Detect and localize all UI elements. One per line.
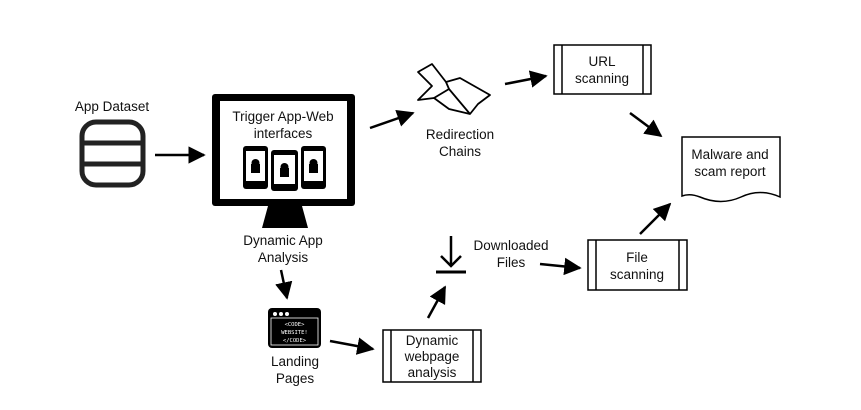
arrow-download-to-file xyxy=(539,257,582,276)
redirection-label-1: Redirection xyxy=(426,127,494,142)
dynamic-app-label-1: Dynamic App xyxy=(243,233,323,248)
landing-label-2: Pages xyxy=(276,371,315,386)
dynamic-app-label-2: Analysis xyxy=(258,250,309,265)
arrow-redirection-to-url xyxy=(504,70,548,88)
trigger-label-1: Trigger App-Web xyxy=(232,109,333,124)
webpage-label-1: Dynamic xyxy=(406,333,459,348)
url-scanning-box xyxy=(553,44,652,95)
arrow-url-to-report xyxy=(629,111,663,138)
arrow-trigger-to-redirection xyxy=(369,109,415,130)
downloaded-label-1: Downloaded xyxy=(473,238,548,253)
app-dataset-label: App Dataset xyxy=(75,99,150,114)
browser-code-icon: <CODE> WEBSITE! </CODE> xyxy=(268,308,321,348)
file-scanning-box xyxy=(587,239,688,291)
webpage-label-3: analysis xyxy=(408,365,457,380)
webpage-label-2: webpage xyxy=(404,349,460,364)
database-icon xyxy=(79,119,146,188)
trigger-label-2: interfaces xyxy=(254,126,313,141)
arrow-webpage-to-download xyxy=(426,285,447,319)
android-phone-icon xyxy=(271,150,298,191)
arrow-file-to-report xyxy=(639,202,672,235)
file-scanning-label-2: scanning xyxy=(610,267,664,282)
android-phone-icon xyxy=(301,146,326,189)
code-icon-line-1: <CODE> xyxy=(285,322,306,328)
code-icon-line-2: WEBSITE! xyxy=(281,330,308,336)
landing-label-1: Landing xyxy=(271,354,319,369)
report-label-1: Malware and xyxy=(691,147,768,162)
download-icon xyxy=(436,236,466,274)
report-label-2: scam report xyxy=(694,164,766,179)
redirection-label-2: Chains xyxy=(439,144,481,159)
report-document-icon xyxy=(681,136,781,203)
android-phone-icon xyxy=(243,146,268,189)
code-icon-line-3: </CODE> xyxy=(283,338,307,344)
arrow-analysis-to-landing xyxy=(275,269,293,300)
dynamic-webpage-box xyxy=(382,329,482,383)
redirect-icon xyxy=(417,63,491,115)
url-scanning-label-1: URL xyxy=(588,54,615,69)
downloaded-label-2: Files xyxy=(497,255,526,270)
url-scanning-label-2: scanning xyxy=(575,71,629,86)
file-scanning-label-1: File xyxy=(626,250,648,265)
arrow-landing-to-webpage xyxy=(329,337,375,355)
